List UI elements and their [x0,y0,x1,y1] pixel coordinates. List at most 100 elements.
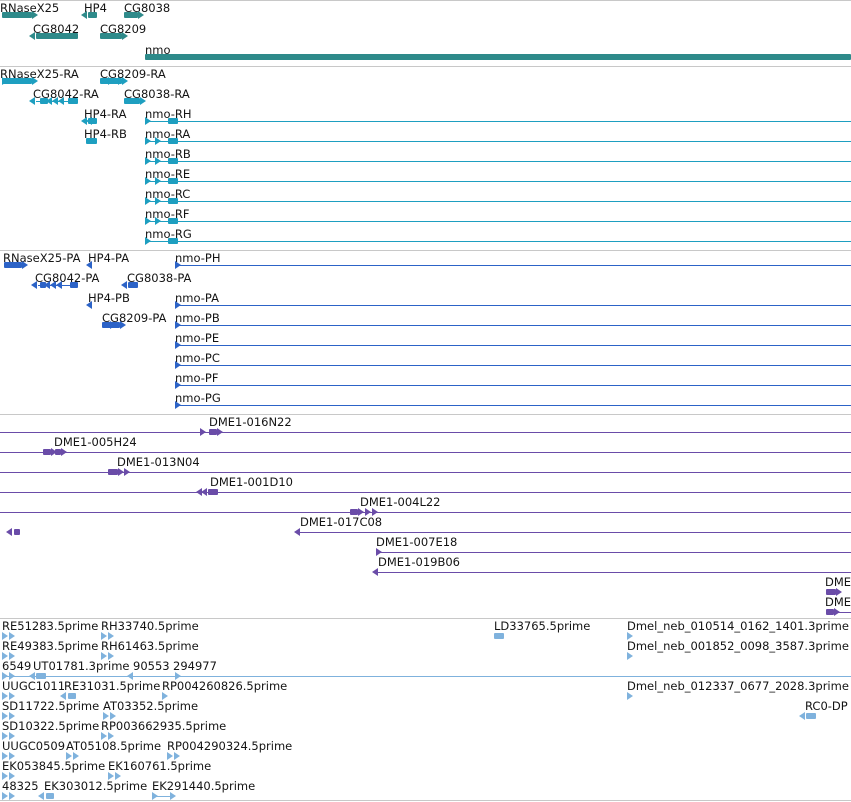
arrow-right-icon [834,608,840,616]
arrow-right-icon [170,792,176,800]
intron-line [0,432,851,433]
feature-label: DME1-007E18 [376,535,458,549]
exon-block [43,449,51,455]
arrow-right-icon [108,652,114,660]
arrow-left-icon [127,672,133,680]
feature-label: nmo-RA [145,127,191,141]
arrow-right-icon [32,11,38,19]
arrow-left-icon [86,261,92,269]
feature-label: HP4-RB [84,127,127,141]
feature-label: CG8038-PA [127,271,192,285]
intron-line [145,181,851,182]
feature-label: RP003662935.5prime [101,719,227,733]
feature-label: 90553 [133,659,170,673]
arrow-left-icon [52,97,58,105]
exon-block [88,12,97,18]
arrow-right-icon [110,712,116,720]
feature-label: nmo-RC [145,187,191,201]
arrow-right-icon [101,732,107,740]
exon-block [128,282,138,288]
intron-line [378,572,851,573]
intron-line [0,512,851,513]
feature-label: SD10322.5prime [2,719,100,733]
arrow-right-icon [627,632,633,640]
arrow-left-icon [121,281,127,289]
arrow-left-icon [86,117,92,125]
arrow-right-icon [9,652,15,660]
arrow-right-icon [372,508,378,516]
arrow-right-icon [2,672,8,680]
arrow-right-icon [120,321,126,329]
feature-label: DME1-013N04 [117,455,200,469]
arrow-right-icon [175,361,181,369]
feature-label: HP4-PA [88,251,130,265]
arrow-left-icon [196,488,202,496]
arrow-right-icon [376,548,382,556]
arrow-right-icon [155,157,161,165]
arrow-left-icon [294,528,300,536]
arrow-right-icon [145,137,151,145]
feature-label: DME1-001D10 [210,475,293,489]
intron-line [145,221,851,222]
arrow-right-icon [167,752,173,760]
arrow-right-icon [175,301,181,309]
arrow-left-icon [29,97,35,105]
exon-block [168,178,178,184]
arrow-right-icon [175,401,181,409]
exon-block [208,489,218,495]
exon-block [168,238,178,244]
feature-label: EK291440.5prime [152,779,256,793]
arrow-right-icon [145,157,151,165]
arrow-right-icon [145,117,151,125]
feature-label: Dmel_neb_001852_0098_3587.3prime [627,639,849,653]
intron-line [145,201,851,202]
arrow-left-icon [60,692,66,700]
feature-label: DME1-016N22 [209,415,292,429]
feature-label: CG8042-RA [33,87,99,101]
intron-line [0,472,851,473]
arrow-right-icon [51,448,57,456]
exon-block [100,33,122,39]
arrow-right-icon [73,752,79,760]
exon-block [826,609,834,615]
feature-label: DME [825,595,851,609]
feature-label: AT03352.5prime [103,699,199,713]
exon-block [36,673,46,679]
arrow-right-icon [175,261,181,269]
arrow-right-icon [162,692,168,700]
feature-label: nmo-PG [175,391,221,405]
arrow-right-icon [175,321,181,329]
track-separator [0,800,851,801]
feature-label: DME1-004L22 [360,495,441,509]
feature-label: HP4-PB [88,291,130,305]
arrow-right-icon [145,237,151,245]
arrow-right-icon [627,652,633,660]
feature-label: nmo-PB [175,311,220,325]
intron-line [175,405,851,406]
arrow-right-icon [200,428,206,436]
feature-label: EK160761.5prime [108,759,212,773]
arrow-left-icon [6,528,12,536]
arrow-right-icon [2,712,8,720]
exon-block [145,54,851,60]
feature-label: nmo [145,43,171,57]
feature-label: nmo-PA [175,291,219,305]
arrow-left-icon [58,97,64,105]
exon-block [36,33,78,39]
intron-line [300,532,851,533]
arrow-right-icon [2,732,8,740]
feature-label: RP004260826.5prime [162,679,288,693]
arrow-left-icon [799,712,805,720]
exon-block [4,262,22,268]
arrow-right-icon [2,632,8,640]
feature-label: CG8042-PA [35,271,100,285]
feature-label: CG8038 [124,1,171,15]
track-separator [0,0,851,1]
feature-label: CG8209-PA [102,311,167,325]
arrow-left-icon [31,281,37,289]
feature-label: RH33740.5prime [101,619,199,633]
feature-label: RE31031.5prime [64,679,161,693]
